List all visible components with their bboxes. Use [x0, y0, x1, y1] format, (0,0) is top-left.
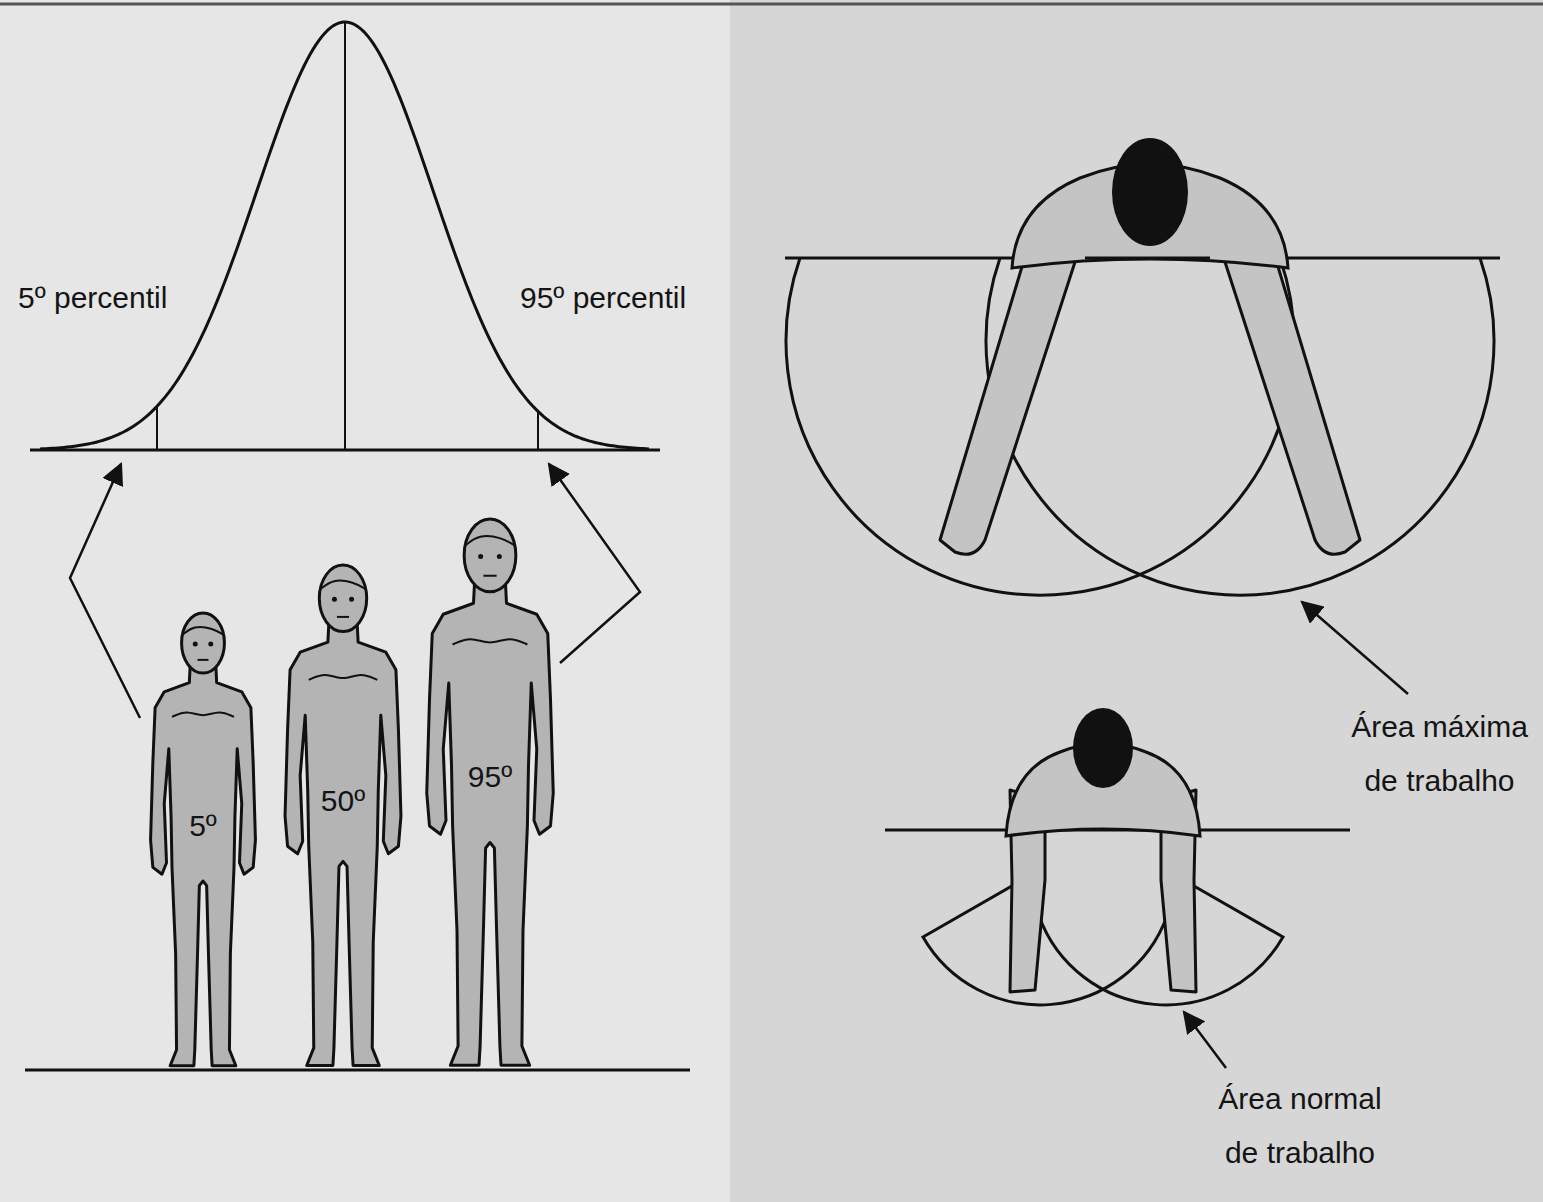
human-figures [25, 519, 690, 1070]
head [319, 565, 366, 632]
head [1073, 708, 1133, 788]
percentile-number: 50º [321, 783, 365, 819]
top-border [0, 3, 1543, 6]
percentile-label: 5º percentil [18, 280, 167, 316]
leader-arrow [1184, 1012, 1226, 1068]
percentile-line [344, 22, 346, 450]
percentile-line [156, 406, 158, 450]
leader-arrow [549, 464, 640, 663]
percentile-label: 95º percentil [520, 280, 686, 316]
head [1112, 138, 1188, 246]
percentile-number: 5º [189, 808, 217, 844]
hair-line [320, 581, 365, 590]
arm [940, 240, 1075, 554]
eye [349, 597, 354, 602]
eye [208, 641, 213, 646]
work-area-views [785, 138, 1500, 1068]
human-figure [151, 613, 256, 1066]
body-outline [427, 581, 554, 1065]
body-outline [285, 622, 401, 1066]
human-figure [427, 519, 554, 1065]
head [464, 519, 516, 592]
eye [497, 554, 502, 559]
head [182, 613, 225, 673]
arm [1225, 240, 1360, 554]
area-label: Área normal de trabalho [1210, 1072, 1390, 1180]
hair-line [182, 627, 223, 635]
table-edge [1085, 257, 1210, 260]
area-label: Área máxima de trabalho [1342, 700, 1537, 808]
chest-line [453, 639, 528, 644]
human-figure [285, 565, 401, 1065]
mouth [337, 616, 349, 618]
mouth [198, 659, 209, 661]
table-edge [785, 257, 1500, 260]
right-panel [730, 0, 1543, 1202]
leader-arrow [70, 464, 140, 718]
percentile-number: 95º [468, 759, 512, 795]
percentile-arrows [70, 464, 640, 718]
hair-line [465, 536, 515, 545]
floor-line [25, 1069, 690, 1072]
percentile-line [537, 411, 539, 450]
eye [332, 597, 337, 602]
body-outline [151, 664, 256, 1065]
eye [478, 554, 483, 559]
left-panel [0, 0, 730, 1202]
eye [193, 641, 198, 646]
mouth [483, 575, 496, 577]
leader-arrow [1302, 602, 1408, 694]
chest-line [309, 675, 378, 680]
chest-line [172, 712, 234, 716]
bell-curve [30, 22, 660, 450]
